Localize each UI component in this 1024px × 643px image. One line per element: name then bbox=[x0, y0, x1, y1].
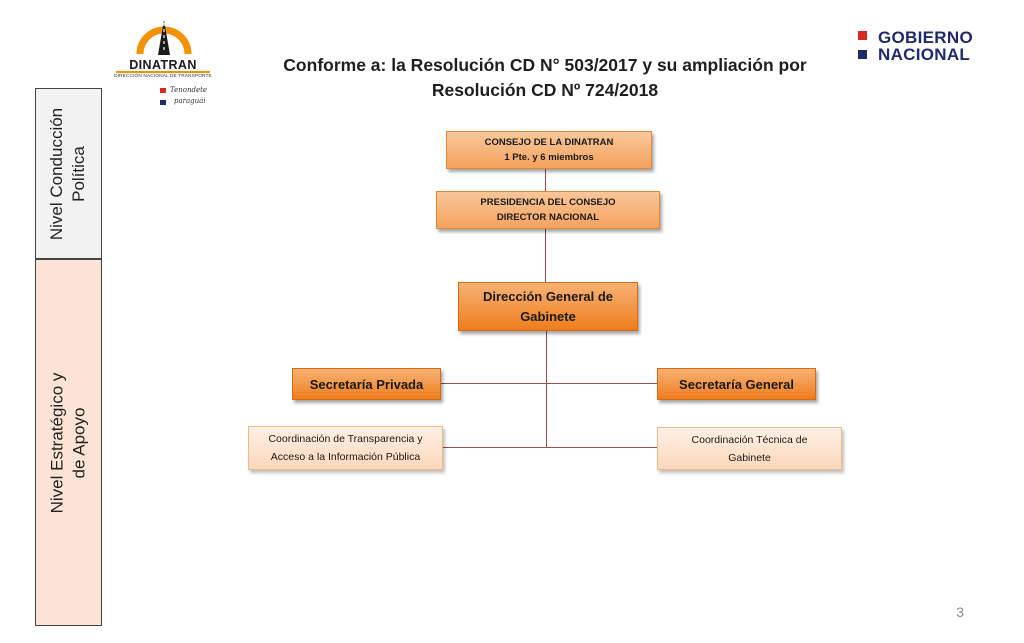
secretaria-privada-label: Secretaría Privada bbox=[309, 376, 424, 392]
gob-line2: NACIONAL bbox=[878, 45, 971, 64]
direccion-line1: Dirección General de bbox=[482, 288, 614, 304]
level-2-label-line2: de Apoyo bbox=[69, 407, 89, 478]
coord-transparencia-line2: Acceso a la Información Pública bbox=[270, 451, 421, 463]
presidencia-line1: PRESIDENCIA DEL CONSEJO bbox=[480, 197, 616, 208]
title-line1: Conforme a: la Resolución CD N° 503/2017… bbox=[283, 55, 807, 75]
level-1-label-line1: Nivel Conducción bbox=[47, 107, 67, 240]
level-conduccion-politica: Nivel Conducción Política bbox=[35, 88, 102, 259]
connector-coordinaciones bbox=[443, 447, 657, 448]
coord-tecnica-line1: Coordinación Técnica de bbox=[691, 433, 808, 446]
connector-consejo-presidencia bbox=[545, 168, 546, 191]
coord-transparencia-line1: Coordinación de Transparencia y bbox=[268, 433, 423, 445]
slogan-line1: Tenondete bbox=[170, 86, 208, 94]
coord-tecnica-line2: Gabinete bbox=[728, 451, 771, 464]
consejo-line2: 1 Pte. y 6 miembros bbox=[504, 152, 594, 163]
box-presidencia: PRESIDENCIA DEL CONSEJO DIRECTOR NACIONA… bbox=[436, 191, 660, 229]
box-consejo: CONSEJO DE LA DINATRAN 1 Pte. y 6 miembr… bbox=[446, 131, 652, 169]
gob-line1: GOBIERNO bbox=[878, 28, 973, 47]
level-2-label-line1: Nivel Estratégico y bbox=[47, 372, 67, 513]
connector-presidencia-direccion bbox=[545, 229, 546, 282]
title-line2: Resolución CD Nº 724/2018 bbox=[431, 80, 659, 100]
dinatran-subtitle: DIRECCIÓN NACIONAL DE TRANSPORTE bbox=[114, 74, 212, 79]
slogan-line2: paraguái bbox=[174, 97, 206, 105]
box-secretaria-general: Secretaría General bbox=[657, 368, 816, 400]
dinatran-logo: DINATRAN DIRECCIÓN NACIONAL DE TRANSPORT… bbox=[108, 8, 218, 113]
page-title: Conforme a: la Resolución CD N° 503/2017… bbox=[260, 53, 830, 103]
gob-blue-square bbox=[858, 50, 867, 59]
road-arc-icon bbox=[136, 20, 192, 55]
gob-red-square bbox=[858, 31, 867, 40]
gobierno-nacional-logo: GOBIERNO NACIONAL bbox=[858, 28, 978, 68]
logo-accent-bar bbox=[116, 71, 210, 73]
connector-secretarias bbox=[441, 383, 657, 384]
secretaria-general-label: Secretaría General bbox=[679, 376, 794, 392]
box-secretaria-privada: Secretaría Privada bbox=[292, 368, 441, 400]
flag-red-square bbox=[160, 88, 166, 93]
presidencia-line2: DIRECTOR NACIONAL bbox=[496, 212, 600, 223]
box-direccion-general: Dirección General de Gabinete bbox=[458, 282, 638, 331]
dinatran-name: DINATRAN bbox=[129, 58, 197, 72]
box-coord-tecnica: Coordinación Técnica de Gabinete bbox=[657, 427, 842, 470]
direccion-line2: Gabinete bbox=[520, 308, 576, 324]
level-1-label-line2: Política bbox=[69, 145, 89, 202]
consejo-line1: CONSEJO DE LA DINATRAN bbox=[484, 137, 614, 148]
box-coord-transparencia: Coordinación de Transparencia y Acceso a… bbox=[248, 426, 443, 470]
page-number: 3 bbox=[956, 604, 964, 620]
connector-direccion-down bbox=[546, 331, 547, 447]
level-estrategico-apoyo: Nivel Estratégico y de Apoyo bbox=[35, 259, 102, 626]
flag-blue-square bbox=[160, 100, 166, 105]
